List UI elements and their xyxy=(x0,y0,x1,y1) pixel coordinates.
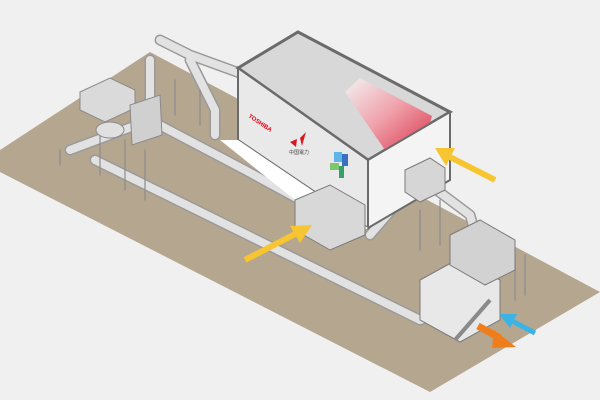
left-equipment xyxy=(79,77,163,146)
outflow-arrow-orange xyxy=(476,322,516,348)
inflow-arrow-yellow-left xyxy=(243,225,312,263)
chugoku-logo-mark xyxy=(290,132,306,147)
chugoku-logo-text: 中国電力 xyxy=(289,149,309,156)
inflow-arrow-blue xyxy=(499,314,537,336)
inflow-arrow-yellow-right xyxy=(435,148,497,183)
fuel-hopper xyxy=(345,78,432,150)
partner-logo xyxy=(330,152,348,178)
